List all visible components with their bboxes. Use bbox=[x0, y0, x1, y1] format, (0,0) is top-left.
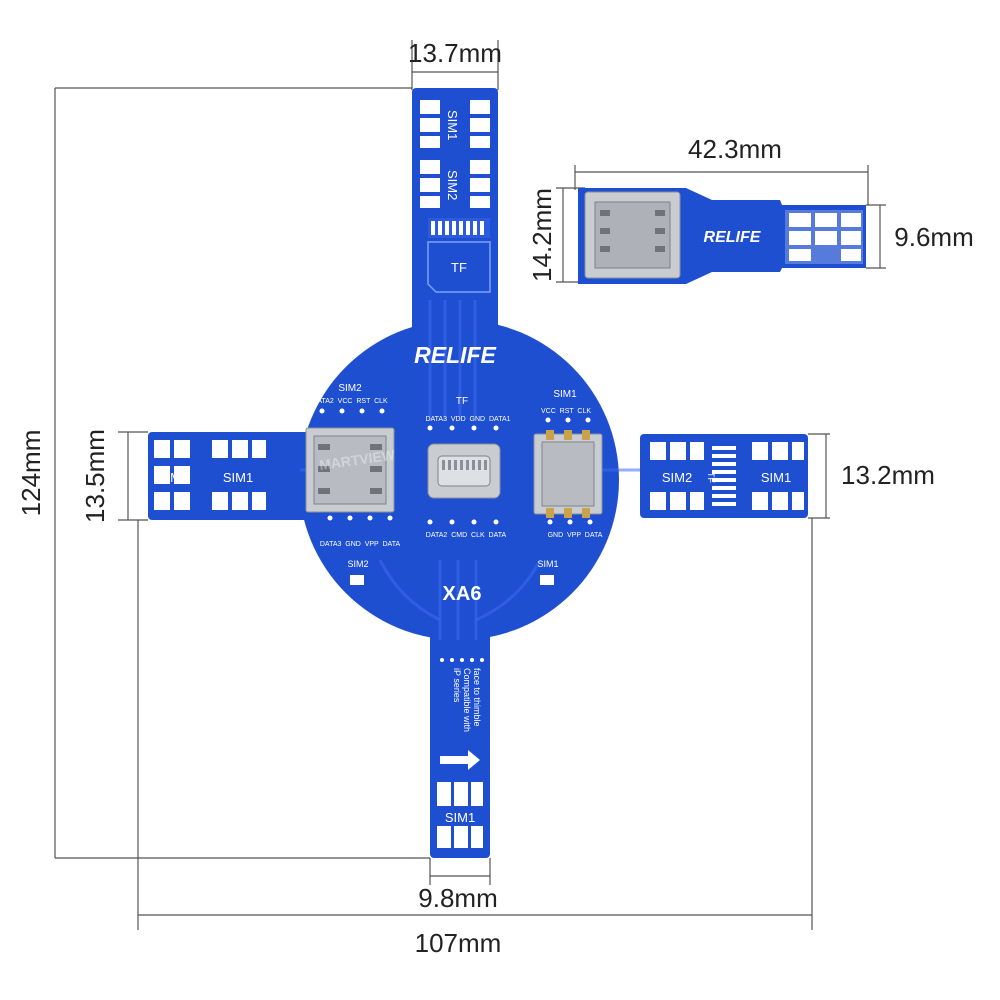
board-model: XA6 bbox=[443, 583, 482, 605]
right-sim1-pads bbox=[752, 442, 804, 510]
top-sim2-pads bbox=[420, 160, 490, 208]
board-brand: RELIFE bbox=[414, 342, 496, 368]
dim-adapter-height: 14.2mm bbox=[527, 188, 557, 282]
bottom-arm-dots bbox=[440, 658, 484, 662]
right-sim1-label: SIM1 bbox=[761, 470, 791, 485]
top-sim1-label: SIM1 bbox=[445, 110, 460, 140]
bottom-note-3: iP series bbox=[452, 668, 462, 703]
bottom-sim1-pads bbox=[437, 782, 483, 848]
right-sim2-label: SIM2 bbox=[662, 470, 692, 485]
sim2-bottom-pins: DATA3 GND VPP DATA bbox=[320, 541, 401, 548]
left-sim2-pads bbox=[154, 440, 190, 510]
tf-bottom-pins: DATA2 CMD CLK DATA bbox=[426, 532, 507, 539]
top-sim2-label: SIM2 bbox=[445, 170, 460, 200]
dim-total-width: 107mm bbox=[415, 928, 502, 958]
bottom-note-1: face to thimble bbox=[472, 668, 482, 727]
xa6-board: SIM1 SIM2 TF RELIFE XA6 SIM2 TF SIM1 DAT… bbox=[148, 88, 808, 858]
left-sim2-label: SIM2 bbox=[158, 470, 188, 485]
dim-total-height: 124mm bbox=[16, 430, 46, 517]
adapter-pads bbox=[785, 210, 863, 264]
right-tf-pads bbox=[712, 446, 736, 506]
sim2-top-pins: DATA2 VCC RST CLK bbox=[312, 398, 388, 405]
status-leds: SIM2 SIM1 bbox=[347, 559, 559, 585]
sim1-top-pins: VCC RST CLK bbox=[541, 408, 591, 415]
bottom-sim1-label: SIM1 bbox=[445, 810, 475, 825]
tf-section-label: TF bbox=[456, 396, 468, 407]
arrow-icon bbox=[440, 750, 480, 770]
dim-bottom-width: 9.8mm bbox=[418, 883, 497, 913]
bottom-note-2: Compatible with bbox=[462, 668, 472, 732]
dim-right-height: 13.2mm bbox=[841, 460, 935, 490]
dim-top-width: 13.7mm bbox=[408, 38, 502, 68]
tf-top-pins: DATA3 VDD GND DATA1 bbox=[425, 416, 510, 423]
sim1-section-label: SIM1 bbox=[553, 389, 577, 400]
sim1-bottom-pins: GND VPP DATA bbox=[548, 532, 603, 539]
left-sim1-pads bbox=[212, 440, 266, 510]
top-sim1-pads bbox=[420, 100, 490, 148]
right-tf-label: TF bbox=[706, 472, 716, 483]
sim1-socket bbox=[533, 430, 603, 518]
sim2-section-label: SIM2 bbox=[338, 383, 362, 394]
left-sim1-label: SIM1 bbox=[223, 470, 253, 485]
dim-left-height: 13.5mm bbox=[80, 429, 110, 523]
top-tf-label: TF bbox=[451, 260, 467, 275]
board-traces bbox=[300, 300, 640, 640]
tf-socket bbox=[427, 443, 501, 499]
sim2-socket bbox=[305, 427, 395, 513]
adapter-brand: RELIFE bbox=[704, 229, 762, 246]
test-points bbox=[319, 408, 593, 525]
adapter-board: RELIFE bbox=[578, 188, 866, 284]
sim1-led-label: SIM1 bbox=[537, 559, 558, 569]
right-sim2-pads bbox=[650, 442, 704, 510]
sim2-led-label: SIM2 bbox=[347, 559, 368, 569]
dim-adapter-length: 42.3mm bbox=[688, 134, 782, 164]
top-tf-connector bbox=[427, 218, 491, 293]
dim-adapter-tab: 9.6mm bbox=[894, 222, 973, 252]
